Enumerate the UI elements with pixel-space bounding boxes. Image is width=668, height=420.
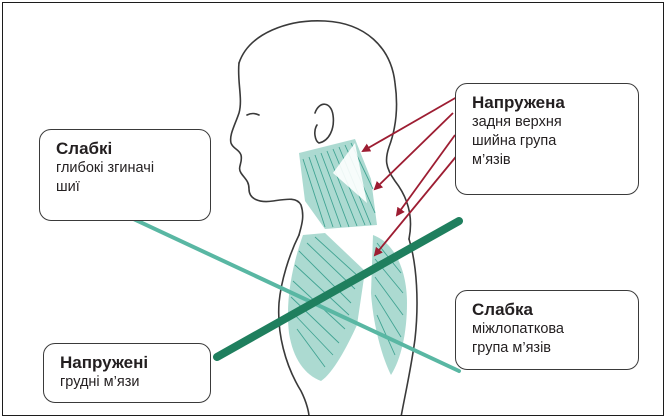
arrow-2 (375, 113, 453, 189)
figure-frame: Слабкі глибокі згиначі шиї Напружена зад… (2, 2, 664, 416)
callout-tense-chest: Напружені грудні м’язи (43, 343, 211, 403)
callout-line: задня верхня (472, 113, 624, 132)
callout-title: Напружені (60, 353, 196, 373)
ear-outline (315, 104, 334, 143)
callout-title: Слабкі (56, 139, 196, 159)
callout-tense-upper-neck: Напружена задня верхня шийна група м’язі… (455, 83, 639, 195)
eye-line (247, 114, 259, 116)
callout-weak-deep-flexors: Слабкі глибокі згиначі шиї (39, 129, 211, 221)
callout-title: Напружена (472, 93, 624, 113)
arrow-3 (397, 135, 455, 215)
callout-title: Слабка (472, 300, 624, 320)
callout-line: м’язів (472, 151, 624, 170)
face-profile-line (231, 63, 303, 235)
callout-line: група м’язів (472, 339, 624, 358)
callout-line: шийна група (472, 132, 624, 151)
callout-line: міжлопаткова (472, 320, 624, 339)
callout-line: глибокі згиначі (56, 159, 196, 178)
callout-line: грудні м’язи (60, 373, 196, 392)
callout-weak-interscapular: Слабка міжлопаткова група м’язів (455, 290, 639, 370)
neck-muscles (299, 139, 377, 229)
callout-line: шиї (56, 178, 196, 197)
